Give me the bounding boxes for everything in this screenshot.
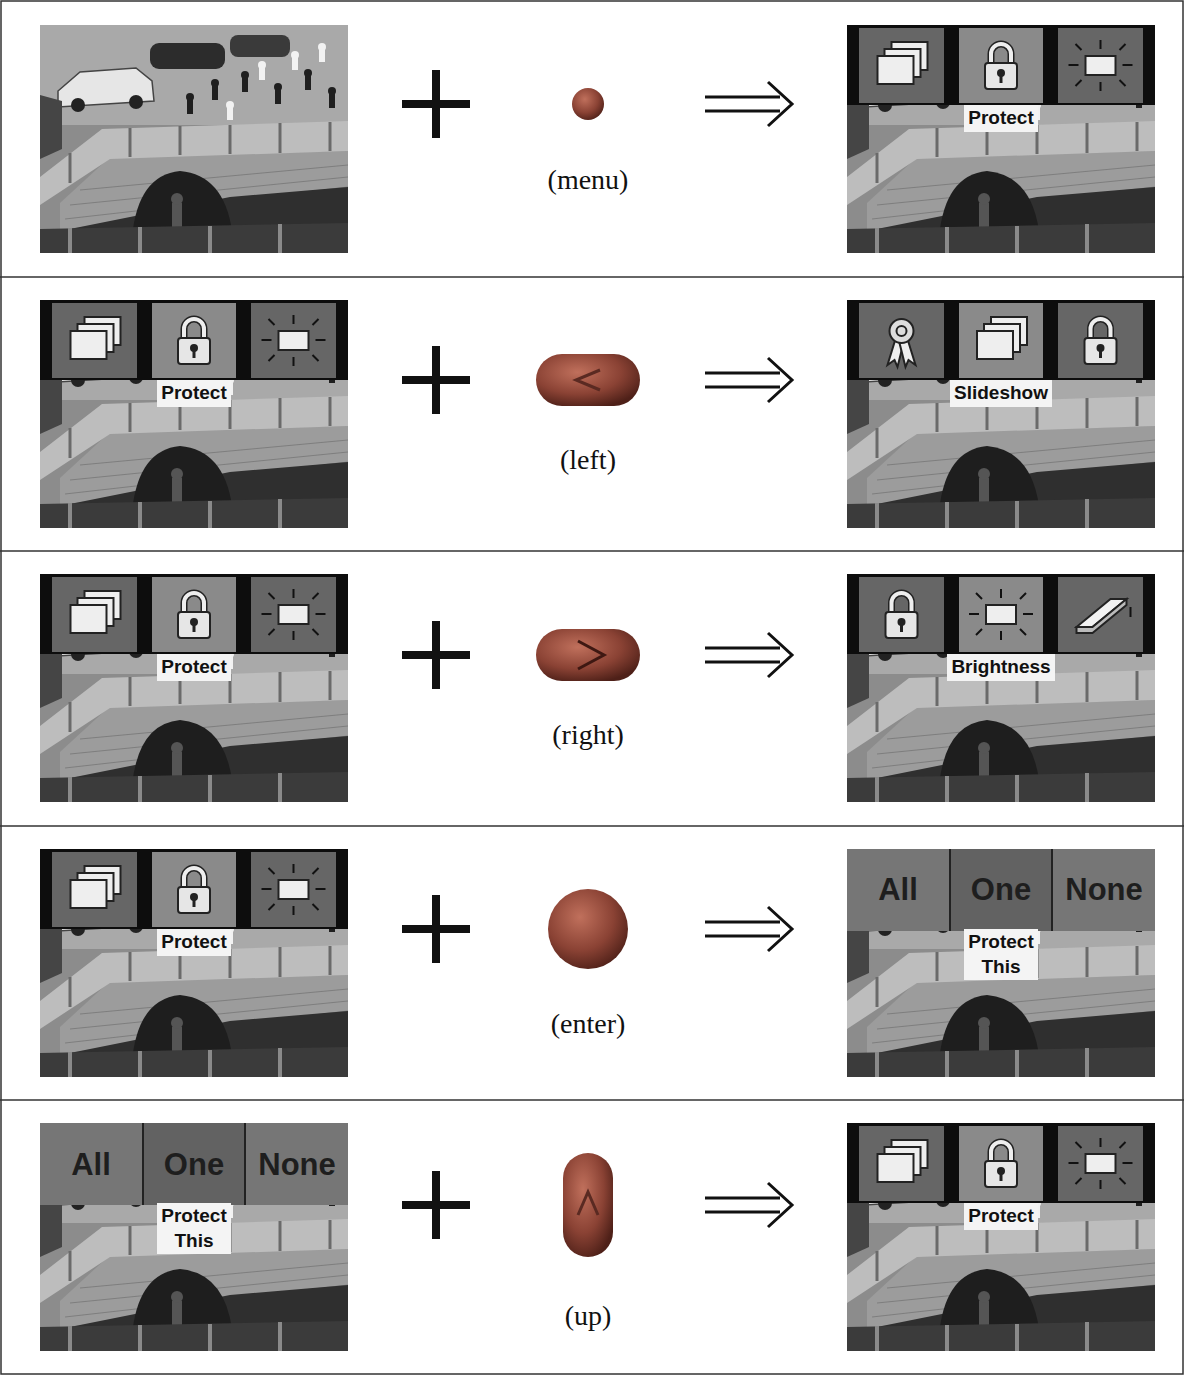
menu-caption-box: Protect: [964, 105, 1037, 132]
menu-caption-box: Protect: [157, 929, 230, 956]
menu-option: All: [878, 872, 918, 908]
caption-text: Protect: [968, 106, 1033, 131]
caption-text: Protect This: [968, 930, 1033, 979]
menu-caption-box: Protect This: [964, 929, 1037, 980]
caption-text: Protect: [161, 381, 226, 406]
screen: [40, 1123, 348, 1351]
screen: [847, 574, 1155, 802]
screen: [847, 300, 1155, 528]
menu-caption-box: Protect This: [157, 1203, 230, 1254]
menu-caption-box: Protect: [157, 380, 230, 407]
menu-option: One: [164, 1147, 224, 1183]
caption-text: Slideshow: [954, 381, 1048, 406]
screen: [40, 849, 348, 1077]
up-button: [563, 1153, 613, 1257]
button-caption: (right): [552, 719, 624, 751]
screen: [847, 1123, 1155, 1351]
caption-text: Protect This: [161, 1204, 226, 1253]
caption-text: Protect: [968, 1204, 1033, 1229]
menu-caption-box: Slideshow: [950, 380, 1052, 407]
screen: [847, 849, 1155, 1077]
menu-caption-box: Protect: [157, 654, 230, 681]
screen: [40, 300, 348, 528]
left-button: [536, 354, 640, 406]
caption-text: Brightness: [951, 655, 1050, 680]
screen: [847, 25, 1155, 253]
menu-option: All: [71, 1147, 111, 1183]
screen: [40, 25, 348, 253]
button-caption: (left): [560, 444, 616, 476]
menu-option: None: [258, 1147, 336, 1183]
right-button: [536, 629, 640, 681]
button-caption: (menu): [548, 164, 629, 196]
caption-text: Protect: [161, 930, 226, 955]
menu-option: None: [1065, 872, 1143, 908]
implies-arrow: [705, 82, 792, 1227]
menu-option: One: [971, 872, 1031, 908]
screen: [40, 574, 348, 802]
button-caption: (enter): [551, 1008, 626, 1040]
menu-caption-box: Protect: [964, 1203, 1037, 1230]
menu-caption-box: Brightness: [947, 654, 1054, 681]
menu-button: [572, 88, 604, 120]
row-divider: [0, 277, 1184, 1100]
enter-button: [548, 889, 628, 969]
plus-sign: [402, 70, 470, 1239]
caption-text: Protect: [161, 655, 226, 680]
button-caption: (up): [565, 1300, 612, 1332]
